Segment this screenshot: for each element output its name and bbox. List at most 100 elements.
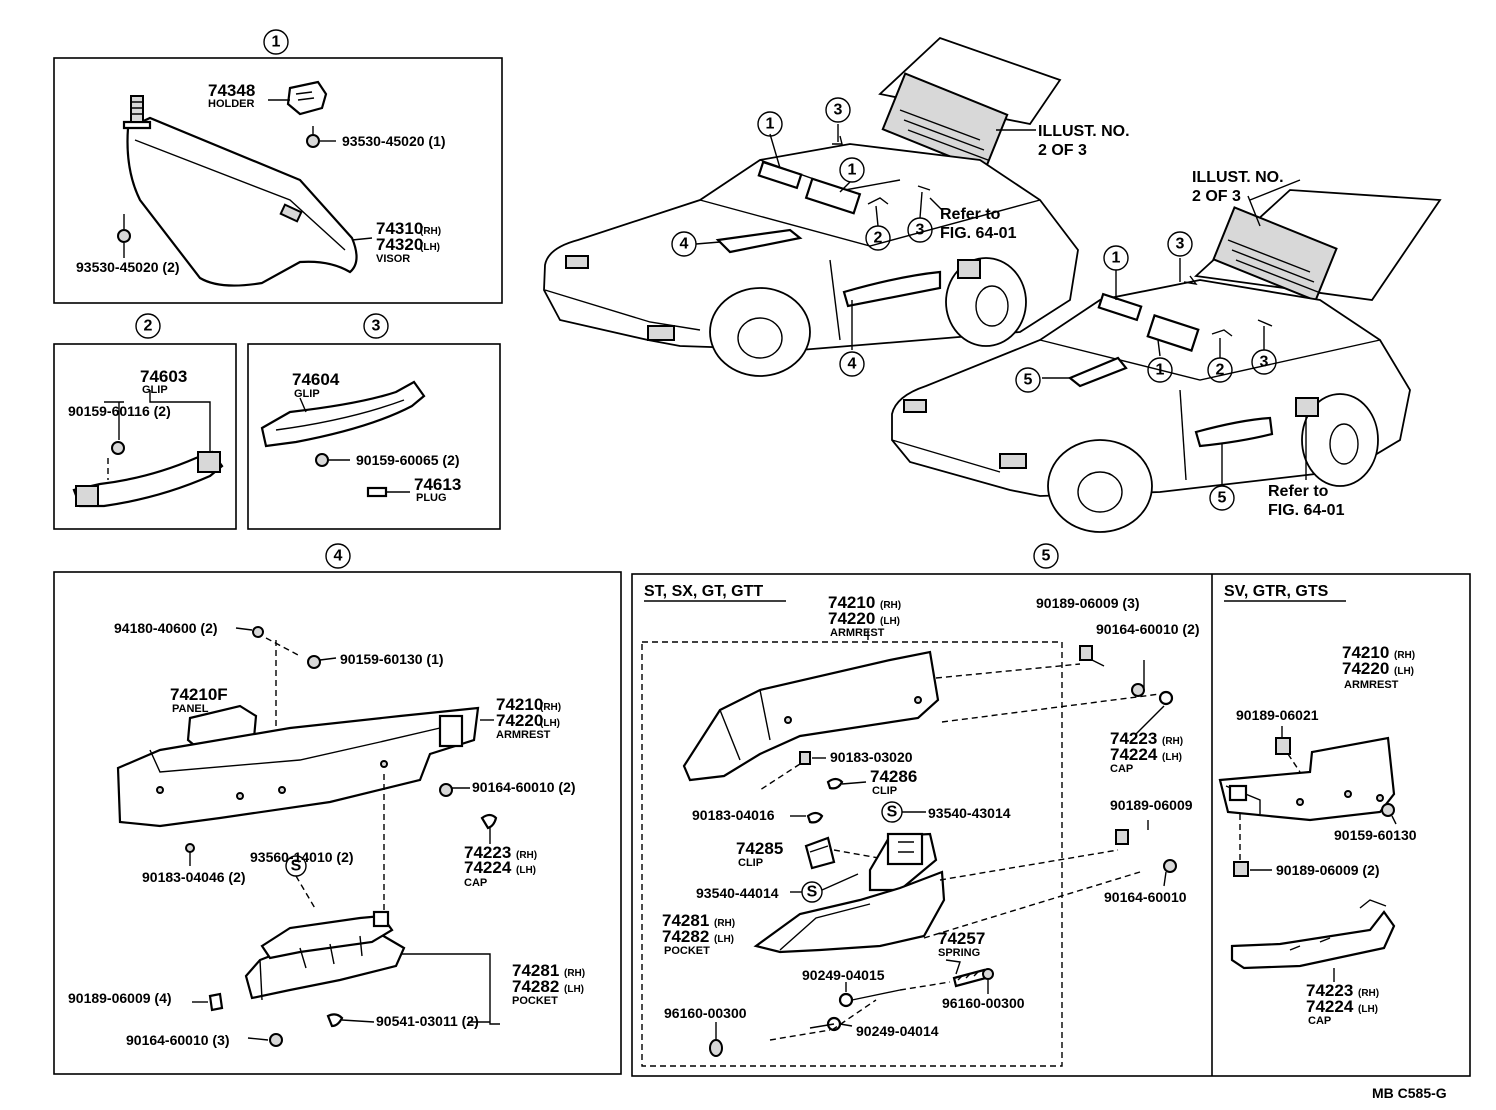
plug-74613-number: 74613	[414, 475, 461, 494]
svg-text:1: 1	[1156, 362, 1165, 379]
clip-74285-number: 74285	[736, 839, 783, 858]
pocket-5-rh-number: 74281	[662, 911, 709, 930]
grip-74604-number: 74604	[292, 370, 340, 389]
variant-header-right: SV, GTR, GTS	[1224, 583, 1329, 600]
screw-90164-60010-a: 90164-60010 (2)	[472, 779, 576, 795]
panel-3-frame	[247, 343, 501, 530]
nut-90189-06009-b: 90189-06009	[1110, 797, 1193, 813]
nut-94180-40600: 94180-40600 (2)	[114, 620, 218, 636]
armrest-description: ARMREST	[496, 729, 551, 741]
grip-74604-description: GLIP	[294, 388, 320, 400]
refer-note-1: Refer to	[940, 206, 1001, 223]
svg-text:3: 3	[1260, 354, 1269, 371]
armrest-5r-rh-suffix: (RH)	[1394, 650, 1415, 661]
armrest-5r-lh-number: 74220	[1342, 659, 1389, 678]
plug-74613-description: PLUG	[416, 492, 447, 504]
panel-1-frame	[53, 57, 503, 304]
nut-90189-06009-4: 90189-06009 (4)	[68, 990, 172, 1006]
visor-lh-number: 74320	[376, 235, 423, 254]
cap-5r-rh-suffix: (RH)	[1358, 988, 1379, 999]
panel-4-frame	[53, 571, 622, 1075]
svg-text:3: 3	[916, 222, 925, 239]
visor-rh-number: 74310	[376, 219, 423, 238]
variant-header-left: ST, SX, GT, GTT	[644, 583, 763, 600]
grip-74603-shape	[72, 450, 224, 508]
panel-74210f-number: 74210F	[170, 685, 228, 704]
screw-90164-60010-b: 90164-60010	[1104, 889, 1187, 905]
callout-1-car-c: 1	[1103, 245, 1129, 271]
callout-1-car-a: 1	[757, 111, 783, 137]
screw-93530-bottom: 93530-45020 (2)	[76, 259, 180, 275]
clip-90183-04016: 90183-04016	[692, 807, 775, 823]
clip-74286-number: 74286	[870, 767, 917, 786]
svg-text:3: 3	[834, 102, 843, 119]
screw-90541-03011: 90541-03011 (2)	[376, 1013, 479, 1029]
armrest-5-description: ARMREST	[830, 627, 885, 639]
diagram-code: MB C585-G	[1372, 1085, 1447, 1101]
callout-1-car-d: 1	[1147, 357, 1173, 383]
callout-5-top: 5	[1033, 543, 1059, 569]
armrest-5-rh-suffix: (RH)	[880, 600, 901, 611]
callout-3-car-c: 3	[1167, 231, 1193, 257]
screw-93540-44014: 93540-44014	[696, 885, 779, 901]
svg-text:5: 5	[1042, 548, 1051, 565]
svg-text:2: 2	[144, 318, 153, 335]
screw-93530-top: 93530-45020 (1)	[342, 133, 446, 149]
spring-74257-description: SPRING	[938, 947, 980, 959]
svg-text:S: S	[807, 884, 818, 901]
svg-text:1: 1	[272, 34, 281, 51]
refer-note-2b: FIG. 64-01	[1268, 502, 1345, 519]
cap-lh-suffix: (LH)	[516, 865, 536, 876]
holder-shape	[286, 80, 328, 116]
armrest-74210-shape	[116, 706, 480, 828]
armrest-5r-description: ARMREST	[1344, 679, 1399, 691]
svg-text:S: S	[887, 804, 898, 821]
clip-nut-90183-03020: 90183-03020	[830, 749, 913, 765]
spring-74257-number: 74257	[938, 929, 985, 948]
callout-2-top: 2	[135, 313, 161, 339]
grip-74604-shape	[260, 380, 426, 448]
armrest-5r-rh-number: 74210	[1342, 643, 1389, 662]
callout-4-car-a: 4	[671, 231, 697, 257]
nut-90189-06009-3: 90189-06009 (3)	[1036, 595, 1140, 611]
pocket-5-description: POCKET	[664, 945, 710, 957]
car-illustration-upper	[543, 36, 1079, 377]
screw-90159-60065: 90159-60065 (2)	[356, 452, 460, 468]
callout-4-top: 4	[325, 543, 351, 569]
armrest-rh-number: 74210	[496, 695, 543, 714]
clip-74286-description: CLIP	[872, 785, 897, 797]
callout-5-car-a: 5	[1015, 367, 1041, 393]
pocket-5-shape	[753, 870, 946, 954]
svg-text:3: 3	[372, 318, 381, 335]
armrest-5-lh-number: 74220	[828, 609, 875, 628]
callout-5-car-b: 5	[1209, 485, 1235, 511]
pocket-description: POCKET	[512, 995, 558, 1007]
callout-2-car-b: 2	[1207, 357, 1233, 383]
refer-note-1b: FIG. 64-01	[940, 225, 1017, 242]
cap-5r-rh-number: 74223	[1306, 981, 1353, 1000]
svg-text:3: 3	[1176, 236, 1185, 253]
cap-5r-lh-suffix: (LH)	[1358, 1004, 1378, 1015]
pocket-lh-suffix: (LH)	[564, 984, 584, 995]
cap-96160-00300-a: 96160-00300	[664, 1005, 747, 1021]
illust-note-2: ILLUST. NO.	[1192, 169, 1284, 186]
pocket-5-lh-suffix: (LH)	[714, 934, 734, 945]
panel-3-grip	[260, 380, 426, 498]
car-illustration-lower	[891, 179, 1442, 533]
pocket-5-rh-suffix: (RH)	[714, 918, 735, 929]
svg-text:5: 5	[1218, 490, 1227, 507]
screw-90164-60010-3: 90164-60010 (3)	[126, 1032, 230, 1048]
pocket-rh-number: 74281	[512, 961, 559, 980]
clip-90183-04046: 90183-04046 (2)	[142, 869, 246, 885]
svg-text:4: 4	[680, 236, 689, 253]
panel-74210f-description: PANEL	[172, 703, 209, 715]
grip-74603-number: 74603	[140, 367, 187, 386]
screw-93560-14010: 93560-14010 (2)	[250, 849, 354, 865]
svg-text:1: 1	[848, 162, 857, 179]
grip-74603-description: GLIP	[142, 384, 168, 396]
cap-5-rh-suffix: (RH)	[1162, 736, 1183, 747]
panel-4-armrest: S	[116, 626, 500, 1047]
visor-description: VISOR	[376, 253, 410, 265]
cap-rh-number: 74223	[464, 843, 511, 862]
armrest-5-rh-number: 74210	[828, 593, 875, 612]
